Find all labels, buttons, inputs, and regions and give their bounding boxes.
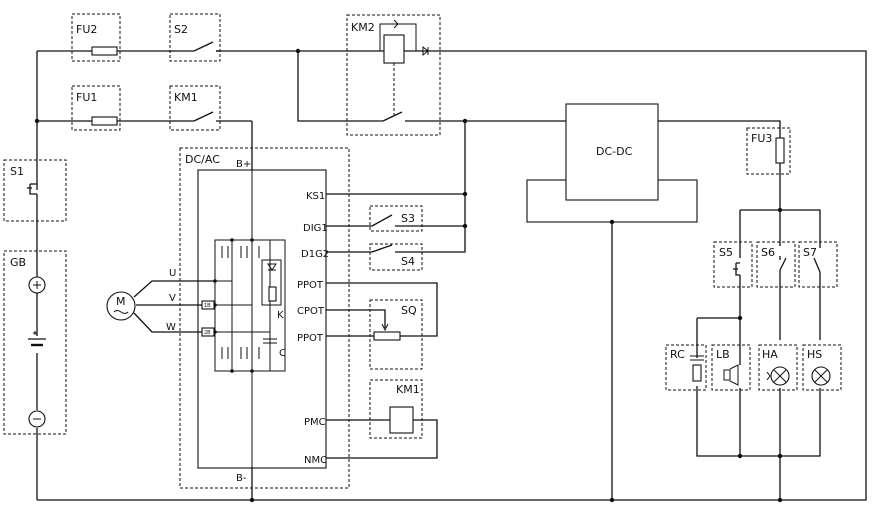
dcac-controller: DC/AC B+ B- KS1 DIG1 D1G2 PPOT CPOT PPOT… xyxy=(179,147,350,489)
ha-lamp: HA xyxy=(758,344,798,391)
s7-label: S7 xyxy=(803,246,817,259)
dcdc-converter: DC-DC xyxy=(526,103,698,223)
fu3-fuse: FU3 xyxy=(746,127,791,175)
s5-switch: S5 xyxy=(713,241,753,288)
ha-label: HA xyxy=(762,348,778,361)
km1-coil: KM1 xyxy=(369,379,423,439)
phase-w-label: W xyxy=(166,322,176,333)
wiring xyxy=(36,23,867,501)
fu3-label: FU3 xyxy=(751,132,772,145)
b-minus-label: B- xyxy=(236,473,247,484)
phase-v-label: V xyxy=(169,293,176,304)
s6-label: S6 xyxy=(761,246,775,259)
junctions xyxy=(34,48,783,503)
dcac-label: DC/AC xyxy=(185,153,220,166)
s1-switch: S1 xyxy=(3,159,67,222)
motor-label: M xyxy=(116,295,126,308)
gb-battery: GB xyxy=(3,250,67,435)
s3-switch: S3 xyxy=(369,205,423,232)
fu2-fuse: FU2 xyxy=(71,13,121,62)
sq-label: SQ xyxy=(401,304,417,317)
s2-switch: S2 xyxy=(169,13,221,62)
rc-component: RC xyxy=(665,344,707,391)
s4-label: S4 xyxy=(401,255,415,268)
terminal-pmc: PMC xyxy=(304,417,326,428)
s5-label: S5 xyxy=(719,246,733,259)
motor: M U V W 1B 2B xyxy=(106,268,215,337)
terminal-ppot-top: PPOT xyxy=(297,280,324,291)
rc-label: RC xyxy=(670,348,685,361)
terminal-d1g2: D1G2 xyxy=(301,249,329,260)
b-plus-label: B+ xyxy=(236,159,251,170)
fu2-label: FU2 xyxy=(76,23,97,36)
hs-lamp: HS xyxy=(802,344,842,391)
s1-label: S1 xyxy=(10,165,24,178)
inverter-bridge: K C xyxy=(213,170,286,468)
terminal-ks1: KS1 xyxy=(306,191,325,202)
s2-label: S2 xyxy=(174,23,188,36)
km2-relay: KM2 xyxy=(346,14,441,136)
lb-horn: LB xyxy=(711,344,751,391)
km2-label: KM2 xyxy=(351,21,375,34)
terminal-ppot-bottom: PPOT xyxy=(297,333,324,344)
s3-label: S3 xyxy=(401,212,415,225)
fu1-label: FU1 xyxy=(76,91,97,104)
hs-label: HS xyxy=(807,348,822,361)
phase-u-label: U xyxy=(169,268,176,279)
fu1-fuse: FU1 xyxy=(71,85,121,131)
s6-switch: S6 xyxy=(756,241,796,288)
km1-contact-label: KM1 xyxy=(174,91,198,104)
lb-label: LB xyxy=(716,348,730,361)
s4-switch: S4 xyxy=(369,243,423,271)
km1-contact: KM1 xyxy=(169,85,221,131)
s7-switch: S7 xyxy=(798,241,838,288)
terminal-cpot: CPOT xyxy=(297,306,325,317)
k-label: K xyxy=(277,310,284,321)
km1-coil-label: KM1 xyxy=(396,383,420,396)
gb-label: GB xyxy=(10,256,26,269)
sensor-w-label: 2B xyxy=(204,330,211,336)
c-label: C xyxy=(279,348,286,359)
sq-potentiometer: SQ xyxy=(369,299,423,370)
dcdc-label: DC-DC xyxy=(596,145,633,158)
sensor-v-label: 1B xyxy=(204,303,211,309)
terminal-nmc: NMC xyxy=(304,455,327,466)
terminal-dig1: DIG1 xyxy=(303,223,328,234)
